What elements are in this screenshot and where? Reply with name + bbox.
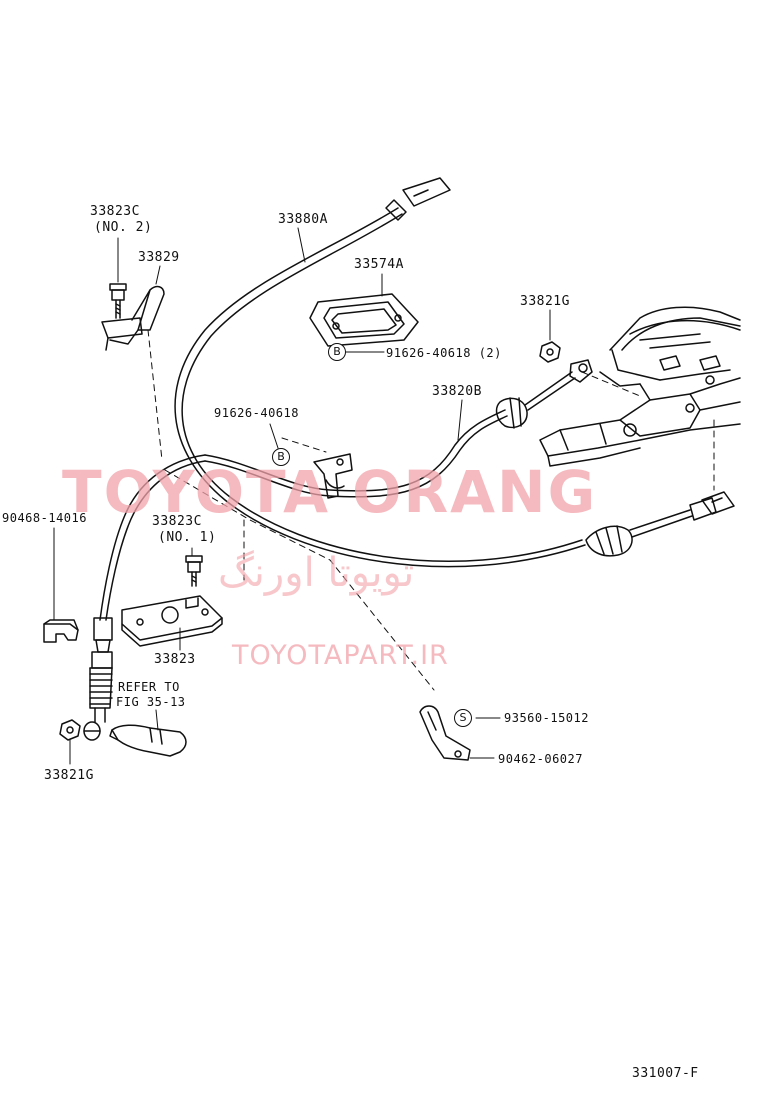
label-33823c-no2: 33823C [90, 204, 140, 219]
figure-code: 331007-F [632, 1066, 699, 1081]
bolt-33823c-no2 [109, 283, 127, 319]
label-refer-to: REFER TO [118, 680, 180, 694]
marker-s: S [454, 709, 472, 727]
clip-90468 [43, 619, 79, 643]
watermark-persian: تویوتا اورنگ [218, 550, 415, 596]
label-33880a: 33880A [278, 212, 328, 227]
dashed-reference-lines [147, 329, 715, 691]
label-91626-40618-2: 91626-40618 (2) [386, 346, 502, 360]
plate-33823 [121, 595, 223, 647]
label-33821g-bottom: 33821G [44, 768, 94, 783]
label-93560-15012: 93560-15012 [504, 711, 589, 725]
watermark-brand: TOYOTA ORANG [62, 458, 598, 526]
plate-33574a [309, 293, 419, 347]
bolt-33823c-no1 [185, 555, 203, 587]
bracket-33829 [101, 285, 165, 351]
label-33823c-no1: 33823C [152, 514, 202, 529]
bracket-90462 [419, 705, 471, 761]
label-33820b: 33820B [432, 384, 482, 399]
label-33574a: 33574A [354, 257, 404, 272]
leader-lines [53, 227, 551, 765]
shift-lever-assembly [539, 306, 741, 467]
label-91626-40618: 91626-40618 [214, 406, 299, 420]
cable-clamp [313, 453, 353, 499]
marker-b-top: B [328, 343, 346, 361]
label-33823: 33823 [154, 652, 196, 667]
label-no1: (NO. 1) [158, 530, 217, 545]
watermark-url: TOYOTAPART.IR [232, 640, 449, 671]
cable-33880a [174, 177, 586, 568]
label-33821g-top: 33821G [520, 294, 570, 309]
cable-end-lower [83, 617, 113, 741]
marker-b-mid: B [272, 448, 290, 466]
cable-end-right [585, 491, 735, 557]
cable-33820b [99, 359, 593, 621]
label-90462-06027: 90462-06027 [498, 752, 583, 766]
label-33829: 33829 [138, 250, 180, 265]
label-90468-14016: 90468-14016 [2, 511, 87, 525]
label-no2: (NO. 2) [94, 220, 153, 235]
label-fig-35-13: FIG 35-13 [116, 695, 186, 709]
refer-hand-icon [109, 724, 187, 757]
nut-33821g-bottom [59, 719, 81, 741]
nut-33821g-top [539, 341, 561, 363]
